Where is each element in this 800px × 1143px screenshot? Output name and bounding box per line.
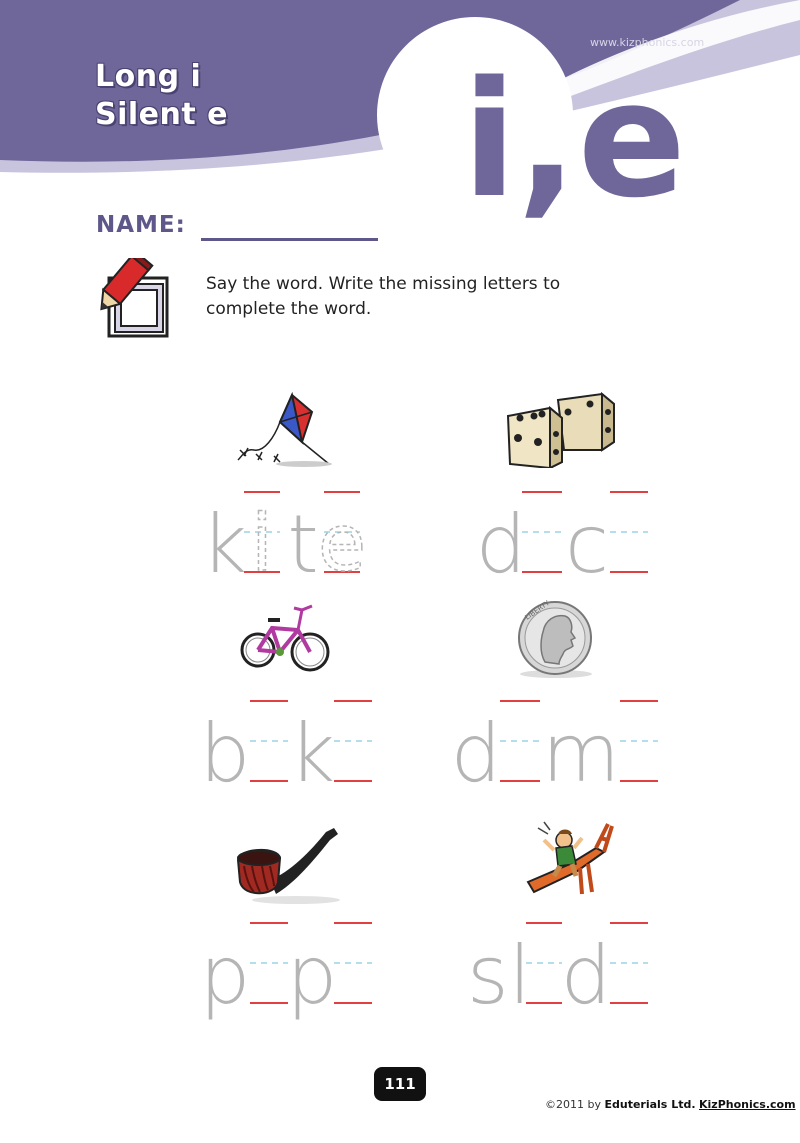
word-letter: d [451,707,502,800]
copyright-footer: ©2011 by Eduterials Ltd. KizPhonics.com [545,1098,796,1111]
word-letter: k [201,498,247,591]
company-name: Eduterials Ltd. [604,1098,696,1111]
copyright-prefix: ©2011 by [545,1098,601,1111]
worksheet-title: Long i Silent e [95,58,228,134]
word-letter: c [565,498,609,591]
word-letter: b [200,707,251,800]
word-letter: k [289,707,335,800]
title-line-2: Silent e [95,97,229,132]
instructions-text: Say the word. Write the missing letters … [206,274,561,319]
name-label: NAME: [96,212,186,238]
word-letter: t [287,498,318,591]
dice-picture [506,391,615,468]
page-number-badge: 111 [374,1067,426,1101]
bike-picture [240,604,330,672]
site-link[interactable]: KizPhonics.com [699,1098,796,1111]
header-banner: i,e [0,0,800,233]
word-letter: m [542,707,620,800]
name-write-line[interactable] [201,238,378,241]
dime-picture: LIBERTY [518,600,592,678]
word-letter: sl [467,929,531,1022]
traced-letter[interactable]: i [250,498,273,590]
watermark: www.kizphonics.com [590,36,705,49]
word-letter: p [287,929,338,1022]
pipe-picture [236,828,340,904]
traced-letter[interactable]: e [317,498,367,590]
big-letters-i-e: i,e [462,46,686,233]
word-letter: d [476,498,527,591]
word-letter: p [200,929,251,1022]
word-letter: d [561,929,612,1022]
slide-picture [526,821,614,895]
kite-picture [237,391,332,467]
pencil-checkbox-icon [100,258,169,338]
title-line-1: Long i [95,59,202,94]
